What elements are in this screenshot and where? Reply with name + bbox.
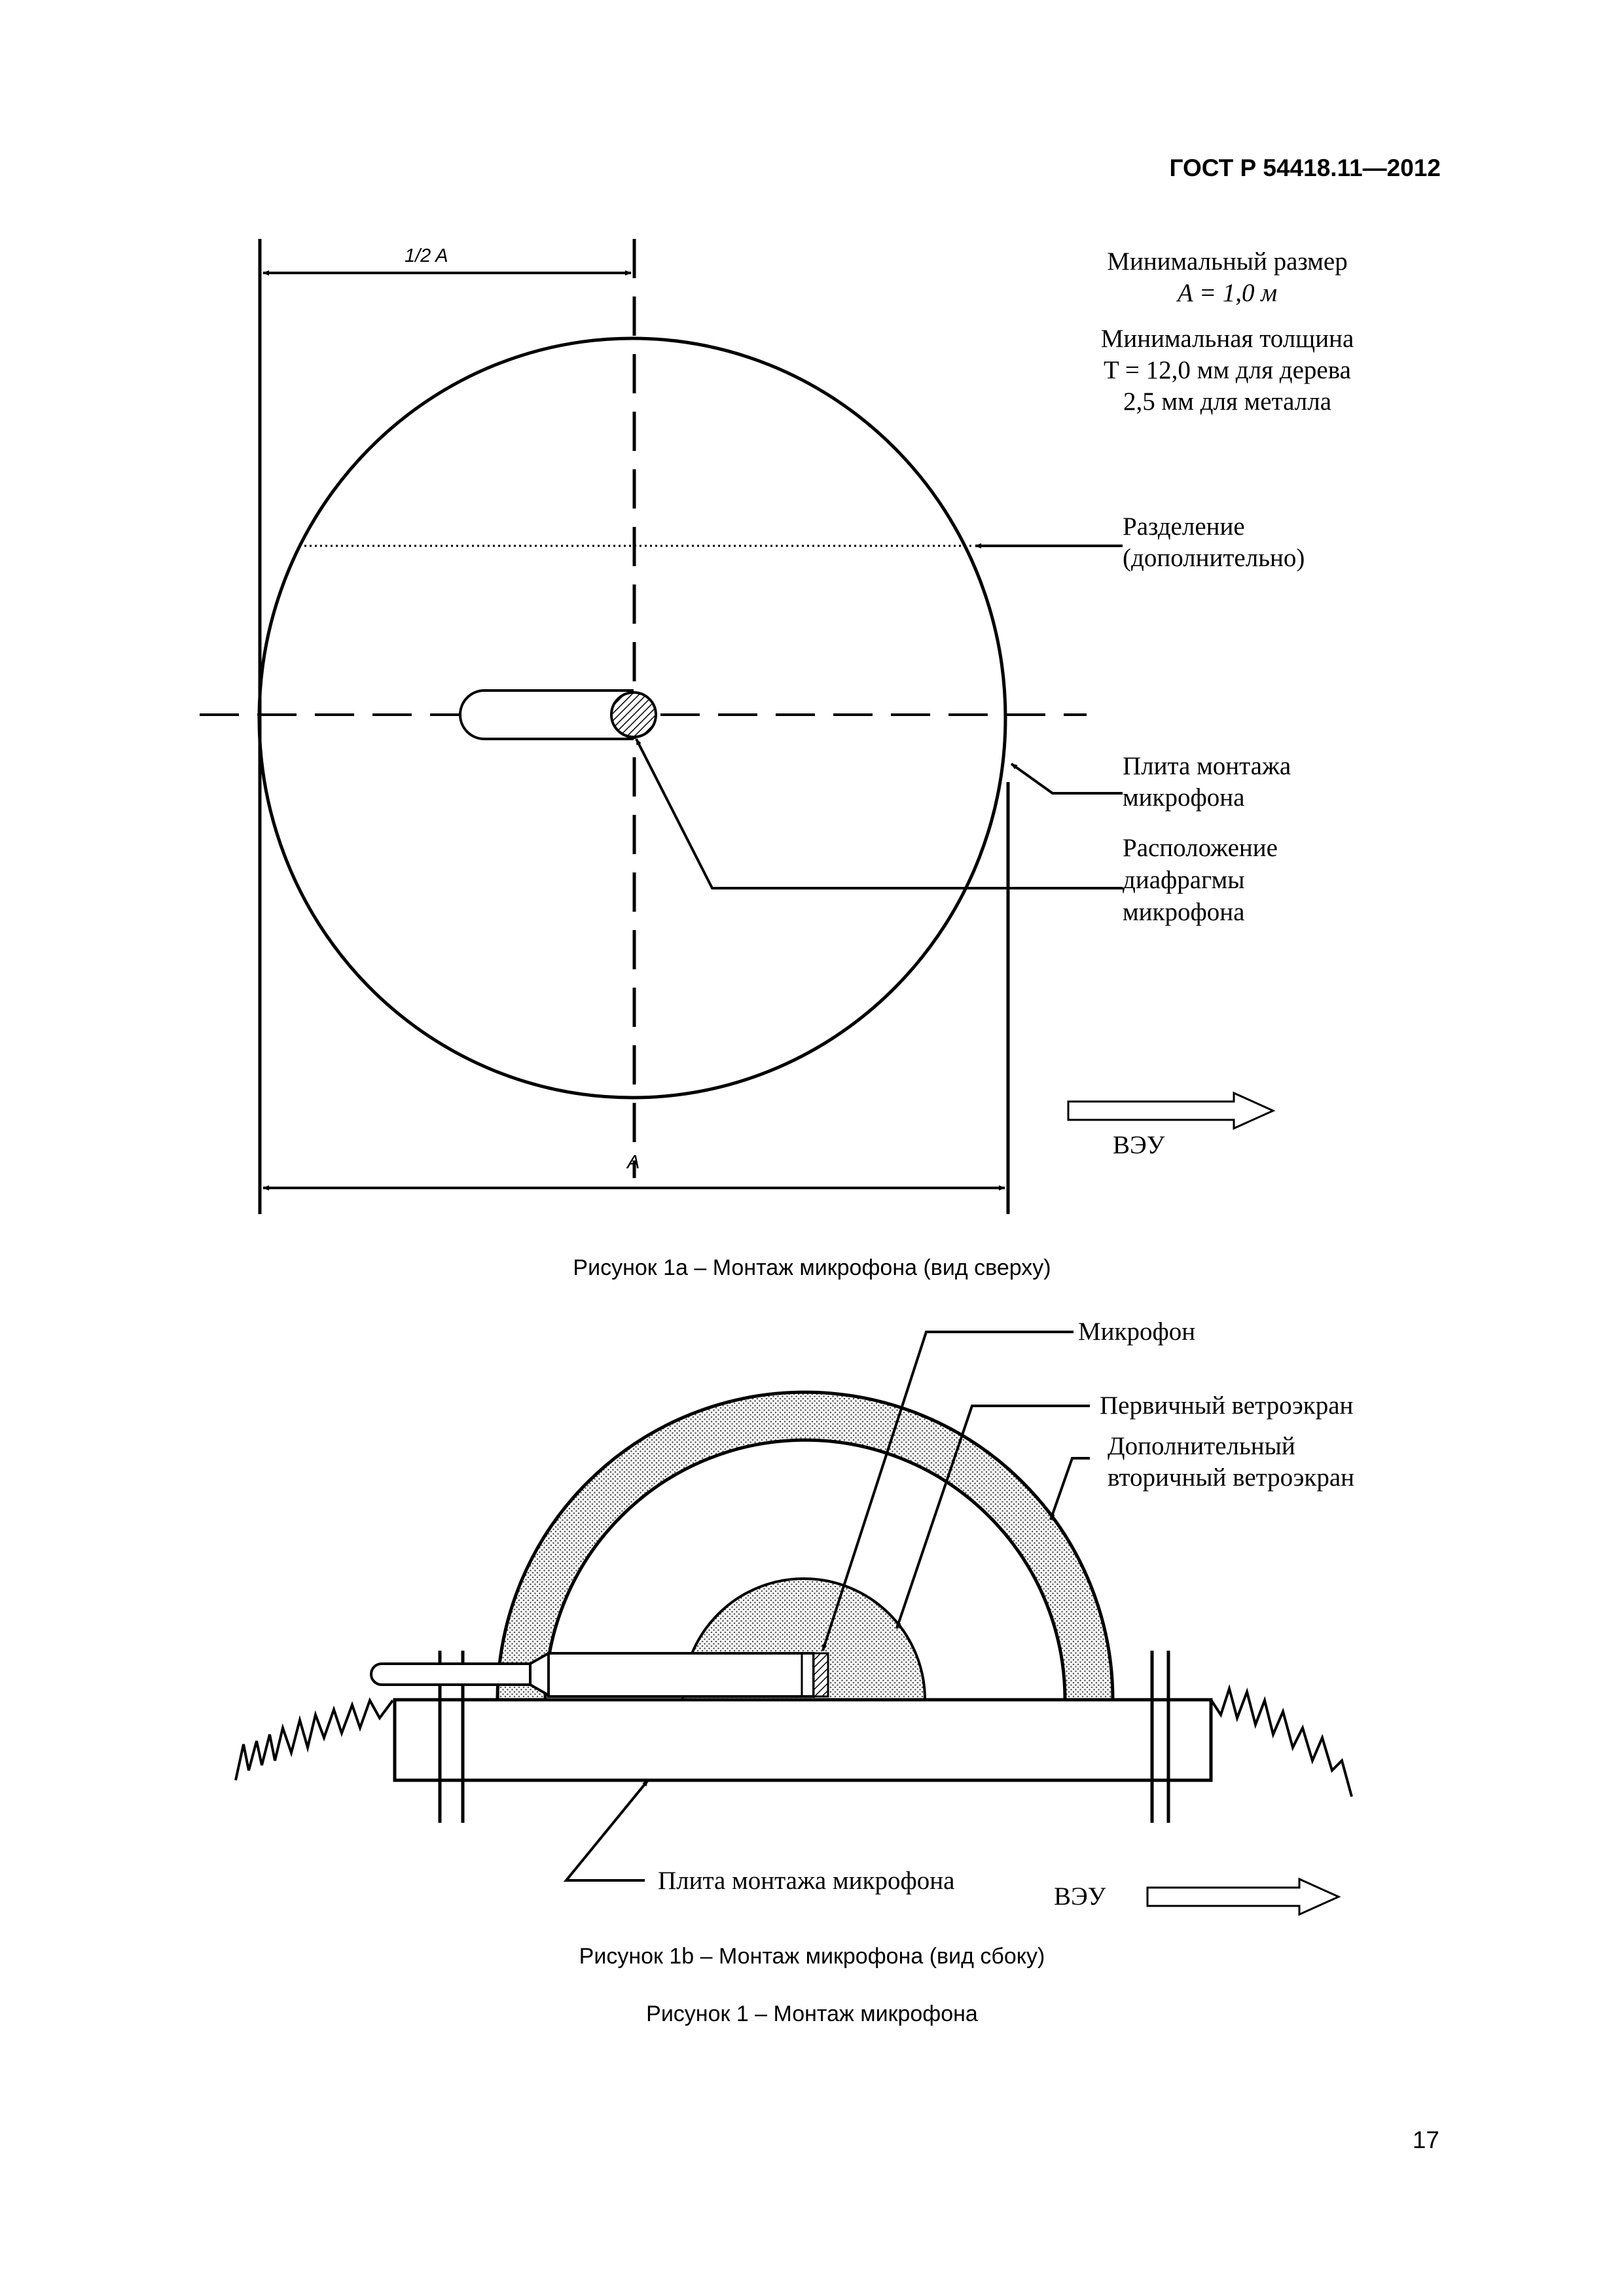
thickness-line-2: T = 12,0 мм для дерева [1104,356,1351,384]
ground-left [234,1697,394,1781]
wind-direction-arrow [1067,1091,1276,1130]
secondary-screen-label-2: вторичный ветроэкран [1108,1463,1354,1492]
plate-label-2: микрофона [1123,783,1244,812]
diaphragm-label-3: микрофона [1123,898,1244,926]
figure-1b: Микрофон Первичный ветроэкран Дополнител… [234,1318,1354,1916]
thickness-line-1: Минимальная толщина [1101,325,1354,353]
figure-1b-caption: Рисунок 1b – Монтаж микрофона (вид сбоку… [579,1944,1045,1969]
min-size-line-1: Минимальный размер [1107,247,1347,276]
division-label-2: (дополнительно) [1123,544,1305,572]
secondary-screen-label-1: Дополнительный [1108,1432,1295,1460]
half-a-label: 1/2 A [405,245,448,266]
wind-direction-arrow-side [1146,1877,1341,1916]
min-size-line-2: A = 1,0 м [1176,279,1277,307]
plate-arrow [1010,762,1123,795]
microphone-cable [370,1662,530,1686]
primary-screen-arrow [895,1405,1090,1629]
diaphragm-arrow [635,738,1123,889]
plate-label-1: Плита монтажа [1123,752,1291,780]
microphone-slot [459,689,634,740]
microphone-diaphragm [812,1652,829,1698]
microphone-arrow [821,1331,1074,1651]
secondary-screen-arrow [1049,1457,1090,1520]
plate-arrow-side [563,1779,649,1882]
diaphragm-label-2: диафрагмы [1123,866,1244,894]
primary-screen-label: Первичный ветроэкран [1100,1391,1353,1420]
diaphragm-label-1: Расположение [1123,834,1278,862]
microphone-label: Микрофон [1078,1318,1195,1346]
ground-right [1210,1683,1353,1797]
wind-label-side: ВЭУ [1054,1882,1106,1910]
figure-1a: 1/2 A A Минимальный размер A = 1,0 м Мин… [200,239,1354,1214]
wind-label: ВЭУ [1113,1131,1165,1159]
division-label-1: Разделение [1123,512,1245,541]
full-a-label: A [626,1152,640,1173]
thickness-line-3: 2,5 мм для металла [1123,387,1331,416]
figure-1a-caption: Рисунок 1а – Монтаж микрофона (вид сверх… [573,1255,1051,1280]
plate-label-side: Плита монтажа микрофона [658,1867,954,1895]
microphone-body [547,1652,815,1698]
figure-1-caption: Рисунок 1 – Монтаж микрофона [646,2001,978,2026]
secondary-windscreen [496,1390,1115,1702]
page-number: 17 [1412,2126,1439,2153]
diaphragm-position [610,691,657,738]
mounting-plate [393,1698,1213,1782]
document-header: ГОСТ Р 54418.11—2012 [1169,154,1441,181]
